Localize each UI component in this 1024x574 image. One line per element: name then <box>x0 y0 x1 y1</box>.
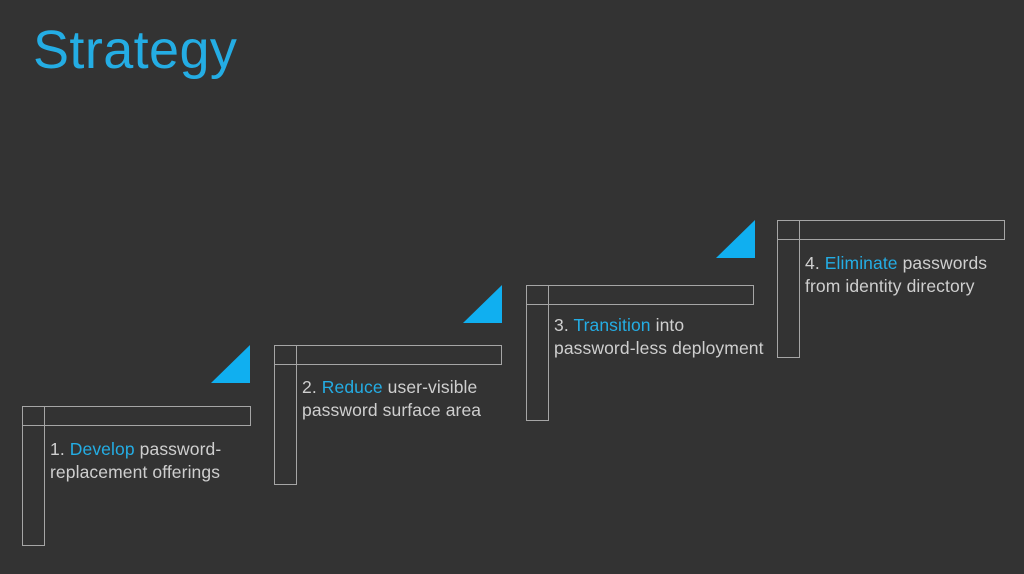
step-2-arrow-icon <box>463 285 502 323</box>
step-4-top-bar <box>777 220 1005 240</box>
step-1-label: 1. Develop password-replacement offering… <box>50 438 240 483</box>
step-4-left-bar <box>777 220 800 358</box>
step-1-corner-mask <box>23 407 44 425</box>
step-1-arrow-icon <box>211 345 250 383</box>
step-4-corner-mask <box>778 221 799 239</box>
step-item-4 <box>777 220 1005 358</box>
step-1-rest: password-replacement offerings <box>50 439 222 482</box>
step-3-label: 3. Transition into password-less deploym… <box>554 314 769 359</box>
step-2-keyword: Reduce <box>321 377 383 397</box>
step-3-arrow-icon <box>716 220 755 258</box>
step-3-left-bar <box>526 285 549 421</box>
step-1-top-bar <box>22 406 251 426</box>
step-4-label: 4. Eliminate passwords from identity dir… <box>805 252 1005 297</box>
step-4-keyword: Eliminate <box>824 253 898 273</box>
step-2-rest: user-visible password surface area <box>302 377 482 420</box>
step-3-rest: into password-less deployment <box>554 315 764 358</box>
step-3-keyword: Transition <box>573 315 651 335</box>
step-2-left-bar <box>274 345 297 485</box>
step-2-label: 2. Reduce user-visible password surface … <box>302 376 502 421</box>
step-item-2 <box>274 345 502 485</box>
step-2-corner-mask <box>275 346 296 364</box>
step-1-left-bar <box>22 406 45 546</box>
step-2-number: 2. <box>302 377 317 397</box>
step-3-top-bar <box>526 285 754 305</box>
page-title: Strategy <box>33 20 238 80</box>
step-4-number: 4. <box>805 253 820 273</box>
step-2-top-bar <box>274 345 502 365</box>
step-3-number: 3. <box>554 315 569 335</box>
step-1-number: 1. <box>50 439 65 459</box>
step-item-3 <box>526 285 754 421</box>
step-1-keyword: Develop <box>69 439 135 459</box>
step-4-rest: passwords from identity directory <box>805 253 988 296</box>
step-3-corner-mask <box>527 286 548 304</box>
step-item-1 <box>22 406 251 546</box>
